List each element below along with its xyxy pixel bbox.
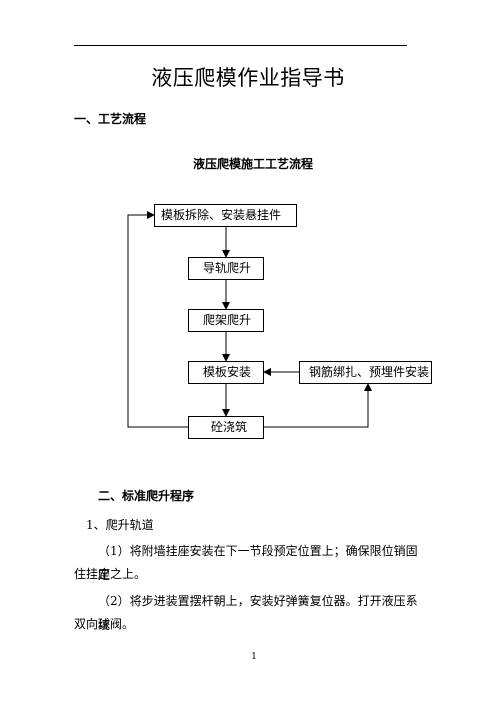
flow-step-rebar-embed: 钢筋绑扎、预埋件安装	[299, 361, 432, 384]
flow-step-rail-climbing: 导轨爬升	[188, 257, 264, 280]
page-number: 1	[251, 652, 257, 662]
flow-step-formwork-install: 模板安装	[188, 361, 264, 384]
paragraph-1-line-2: 住挂座之上。	[74, 567, 147, 581]
paragraph-2-line-1: （2）将步进装置摆杆朝上，安装好弹簧复位器。打开液压系统	[98, 594, 418, 632]
header-rule	[74, 45, 407, 46]
section-heading-climbing: 二、标准爬升程序	[98, 489, 195, 503]
section-heading-process: 一、工艺流程	[74, 112, 147, 126]
flow-step-concrete-pour: 砼浇筑	[188, 416, 264, 439]
flowchart-title: 液压爬模施工工艺流程	[192, 157, 313, 171]
paragraph-2-line-2: 双向球阀。	[74, 617, 135, 631]
arrow-loop-back	[127, 211, 188, 428]
arrow-concrete-rebar	[264, 383, 372, 428]
flow-step-frame-climbing: 爬架爬升	[188, 309, 264, 332]
flow-step-formwork-removal: 模板拆除、安装悬挂件	[154, 204, 297, 227]
paragraph-1-line-1: （1）将附墙挂座安装在下一节段预定位置上；确保限位销固定	[98, 544, 418, 582]
subheading-climbing-rail: 1、爬升轨道	[86, 518, 154, 532]
document-title: 液压爬模作业指导书	[151, 66, 345, 90]
